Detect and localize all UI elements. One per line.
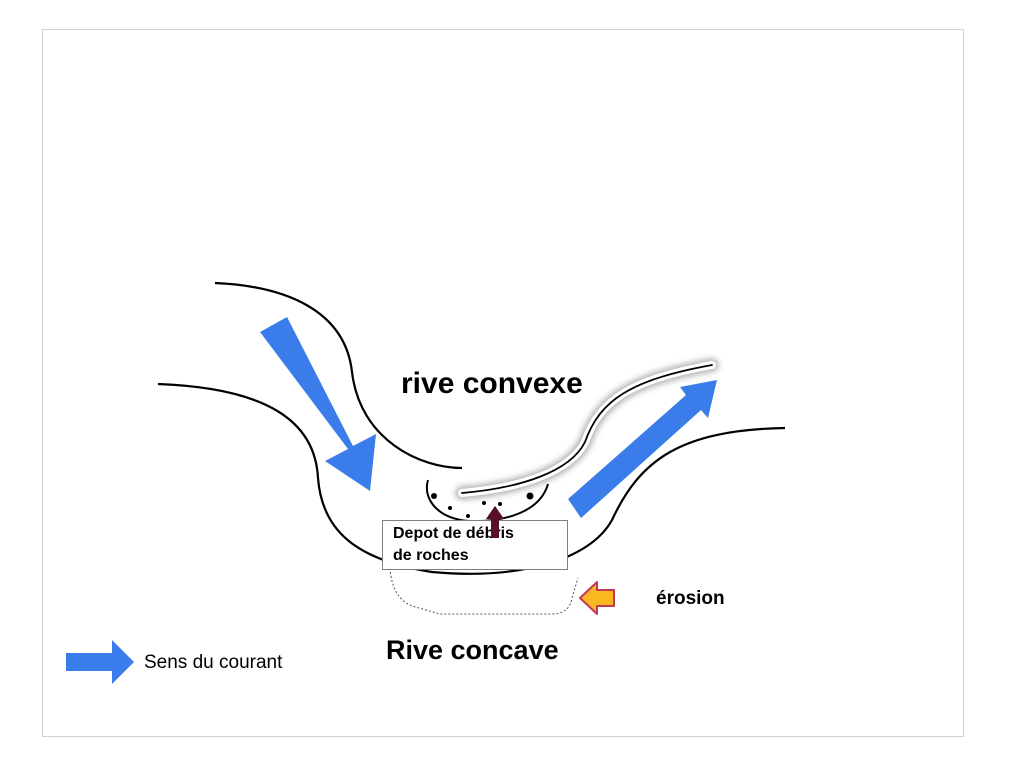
deposit-label-box: Depot de débris de roches — [382, 520, 568, 570]
concave-bank-label: Rive concave — [386, 635, 559, 665]
convex-bank-label: rive convexe — [401, 367, 583, 400]
slide-frame — [42, 29, 964, 737]
deposit-dots — [431, 492, 534, 518]
deposit-label-line2: de roches — [393, 547, 469, 564]
upper-river-bank — [214, 281, 463, 470]
convex-bank-line — [461, 364, 713, 494]
erosion-arrow-icon — [579, 581, 615, 615]
eroded-area-outline — [389, 567, 579, 615]
flow-arrow-downstream — [568, 380, 717, 518]
erosion-label: érosion — [656, 588, 725, 609]
deposit-label-line1: Depot de débris — [393, 525, 514, 542]
legend-flow-arrow-icon — [66, 640, 134, 684]
legend-label: Sens du courant — [144, 652, 283, 673]
lower-river-bank — [157, 382, 786, 575]
flow-arrow-upstream — [260, 317, 376, 491]
